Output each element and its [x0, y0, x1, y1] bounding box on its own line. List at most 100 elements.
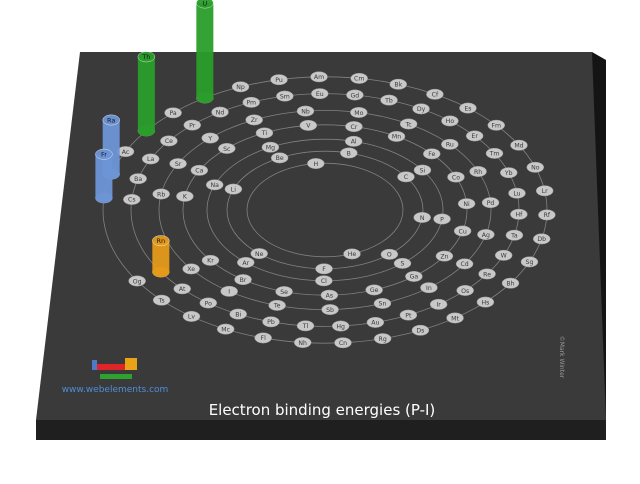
- element-label: Hf: [515, 212, 523, 219]
- element-disc-sc: Sc: [218, 143, 236, 154]
- element-disc-br: Br: [234, 274, 252, 286]
- element-label: At: [179, 286, 186, 293]
- element-disc-ag: Ag: [477, 229, 495, 240]
- element-disc-ta: Ta: [505, 229, 524, 241]
- element-disc-y: Y: [201, 132, 219, 144]
- element-label: Ag: [482, 232, 490, 239]
- element-disc-al: Al: [344, 135, 363, 147]
- element-disc-rg: Rg: [373, 333, 392, 345]
- element-label: Zr: [251, 117, 258, 124]
- element-label: Ti: [261, 130, 268, 137]
- element-disc-bk: Bk: [389, 78, 407, 90]
- element-label: As: [326, 292, 333, 299]
- element-disc-ar: Ar: [237, 257, 255, 268]
- element-label: H: [314, 161, 319, 168]
- element-disc-ru: Ru: [441, 138, 459, 150]
- element-label: Os: [461, 288, 469, 295]
- element-label: Mo: [354, 110, 363, 117]
- element-label: Bi: [235, 311, 241, 318]
- element-label: La: [147, 156, 154, 163]
- element-disc-cf: Cf: [426, 88, 444, 100]
- element-disc-sg: Sg: [520, 256, 539, 268]
- element-disc-tl: Tl: [296, 320, 315, 332]
- element-label: Np: [236, 84, 245, 91]
- element-disc-c: C: [397, 171, 415, 183]
- element-disc-nd: Nd: [211, 106, 229, 118]
- element-label: Am: [314, 74, 324, 81]
- element-label: He: [348, 251, 357, 258]
- element-disc-s: S: [393, 257, 412, 269]
- element-label: W: [501, 253, 507, 260]
- element-label: Lu: [513, 191, 520, 198]
- element-label: I: [228, 289, 230, 296]
- element-disc-fm: Fm: [487, 119, 506, 131]
- chart-title: Electron binding energies (P-I): [209, 401, 436, 419]
- bar-rn: Rn: [152, 235, 170, 278]
- element-disc-fe: Fe: [423, 148, 441, 160]
- element-disc-ge: Ge: [365, 284, 383, 296]
- element-label: V: [306, 123, 311, 130]
- element-label: F: [322, 266, 326, 273]
- element-disc-md: Md: [510, 139, 528, 151]
- element-disc-ts: Ts: [152, 294, 171, 306]
- element-label: Ac: [122, 149, 130, 156]
- element-label: Nd: [216, 109, 225, 116]
- element-label: Lr: [542, 188, 548, 195]
- element-label: Ts: [158, 297, 165, 304]
- website-link[interactable]: www.webelements.com: [62, 385, 169, 395]
- base-top-face: [36, 52, 606, 420]
- element-label: Bk: [394, 82, 402, 89]
- element-disc-in: In: [420, 282, 438, 294]
- element-disc-k: K: [176, 190, 194, 202]
- element-disc-tc: Tc: [399, 118, 418, 130]
- element-disc-og: Og: [128, 275, 146, 287]
- element-disc-hg: Hg: [331, 320, 350, 332]
- element-disc-ir: Ir: [429, 298, 448, 310]
- element-label: Fl: [261, 335, 267, 342]
- element-disc-mo: Mo: [350, 107, 368, 118]
- element-label: Sg: [526, 259, 534, 266]
- element-disc-pd: Pd: [481, 197, 500, 209]
- element-disc-be: Be: [270, 152, 289, 164]
- bar-label: Fr: [101, 151, 107, 159]
- element-disc-ba: Ba: [129, 173, 147, 185]
- element-label: Pu: [275, 77, 283, 84]
- element-disc-sb: Sb: [321, 304, 339, 316]
- element-disc-he: He: [343, 248, 361, 260]
- element-label: Ho: [446, 118, 455, 125]
- element-disc-la: La: [141, 153, 160, 165]
- bar-label: Rn: [157, 237, 166, 245]
- logo-p-block: [125, 358, 137, 370]
- element-disc-h: H: [307, 158, 325, 169]
- element-label: Gd: [351, 92, 360, 99]
- element-disc-mn: Mn: [387, 130, 406, 142]
- bar-th: Th: [137, 51, 156, 137]
- element-disc-pa: Pa: [164, 107, 182, 119]
- element-label: Yb: [504, 170, 513, 177]
- element-label: No: [531, 165, 540, 172]
- element-disc-cl: Cl: [315, 275, 333, 287]
- element-label: Nh: [298, 340, 307, 347]
- element-label: Rh: [474, 169, 482, 176]
- element-label: Be: [276, 155, 284, 162]
- element-disc-b: B: [340, 147, 358, 159]
- element-label: Se: [280, 289, 288, 296]
- element-label: Ru: [446, 142, 454, 149]
- element-disc-es: Es: [459, 102, 477, 114]
- element-label: Pt: [405, 312, 412, 319]
- element-label: Pa: [169, 110, 176, 117]
- element-label: S: [401, 261, 405, 268]
- element-label: Pb: [267, 319, 275, 326]
- element-disc-no: No: [526, 161, 545, 173]
- element-label: Mc: [221, 326, 230, 333]
- element-label: O: [387, 252, 392, 259]
- element-disc-cd: Cd: [455, 258, 474, 270]
- element-label: Mn: [392, 134, 401, 141]
- element-label: Tl: [302, 323, 309, 330]
- element-disc-as: As: [320, 289, 339, 301]
- element-label: Cf: [432, 92, 439, 99]
- element-label: Hg: [336, 323, 345, 330]
- element-label: Li: [231, 186, 236, 193]
- element-label: Zn: [440, 253, 448, 260]
- element-disc-cs: Cs: [123, 193, 141, 205]
